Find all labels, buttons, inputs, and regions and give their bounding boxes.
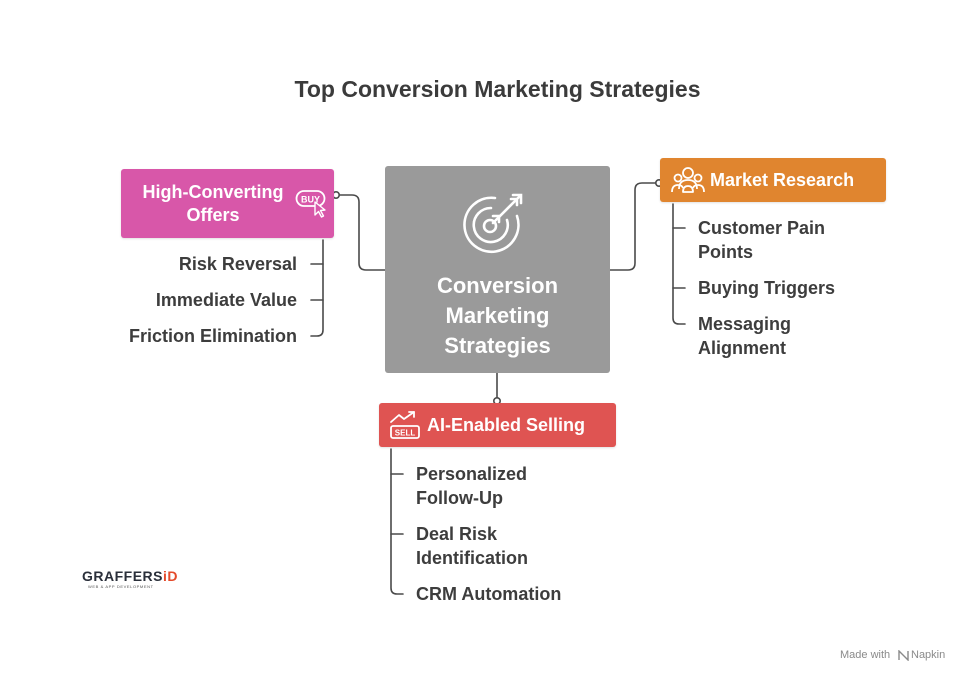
svg-text:BUY: BUY — [301, 195, 320, 205]
diagram-title: Top Conversion Marketing Strategies — [294, 76, 701, 102]
ai-item-2-line1: Deal Risk — [416, 524, 498, 544]
ai-item-3-line1: CRM Automation — [416, 584, 562, 604]
target-arrow-icon — [463, 193, 523, 254]
brand-logo-tagline: WEB & APP DEVELOPMENT — [88, 584, 154, 589]
research-node: Market Research — [660, 158, 886, 202]
research-item-2: Buying Triggers — [698, 276, 835, 300]
ai-item-2: Deal Risk Identification — [416, 522, 528, 570]
offers-label: High-Converting Offers — [133, 181, 293, 227]
offers-node: High-Converting Offers BUY — [121, 169, 334, 238]
center-label-line1: Conversion — [436, 273, 559, 298]
offers-item-2: Immediate Value — [155, 290, 297, 310]
offers-item-3: Friction Elimination — [128, 326, 297, 346]
sell-chart-icon: SELL — [390, 411, 420, 439]
research-label: Market Research — [710, 170, 855, 190]
offers-label-line2: Offers — [186, 205, 240, 225]
napkin-label: Napkin — [911, 649, 946, 661]
ai-item-3: CRM Automation — [416, 582, 561, 606]
research-item-3-line2: Alignment — [698, 338, 786, 358]
ai-item-1-line1: Personalized — [416, 464, 528, 484]
research-item-3: Messaging Alignment — [698, 312, 791, 360]
ai-item-1-line2: Follow-Up — [416, 488, 503, 508]
ai-item-1: Personalized Follow-Up — [416, 462, 527, 510]
center-label-line2: Marketing — [445, 303, 550, 328]
brand-logo-main: GRAFFERS — [82, 568, 163, 584]
connector-research — [609, 182, 658, 271]
research-rail — [672, 203, 686, 325]
people-group-icon — [671, 167, 705, 193]
center-label-line3: Strategies — [444, 333, 551, 358]
buy-cursor-icon: BUY — [295, 190, 326, 218]
research-item-1-line2: Points — [698, 242, 754, 262]
research-item-1: Customer Pain Points — [698, 216, 825, 264]
offers-rail — [310, 239, 324, 337]
research-item-2-line1: Buying Triggers — [698, 278, 836, 298]
center-label: Conversion Marketing Strategies — [385, 271, 610, 361]
ai-item-2-line2: Identification — [416, 548, 528, 568]
ai-label: AI-Enabled Selling — [427, 415, 586, 435]
offers-item-1: Risk Reversal — [178, 254, 297, 274]
brand-logo: GRAFFERSiD — [82, 568, 178, 584]
ai-rail — [390, 448, 404, 595]
napkin-logo-icon — [898, 650, 909, 661]
research-item-3-line1: Messaging — [698, 314, 792, 334]
made-with-label: Made with — [840, 649, 891, 661]
connector-offers — [336, 194, 386, 271]
research-item-1-line1: Customer Pain — [698, 218, 826, 238]
brand-logo-accent: iD — [163, 568, 178, 584]
ai-node: SELL AI-Enabled Selling — [379, 403, 616, 447]
svg-text:SELL: SELL — [395, 429, 416, 438]
center-node — [385, 166, 610, 373]
offers-label-line1: High-Converting — [142, 182, 284, 202]
